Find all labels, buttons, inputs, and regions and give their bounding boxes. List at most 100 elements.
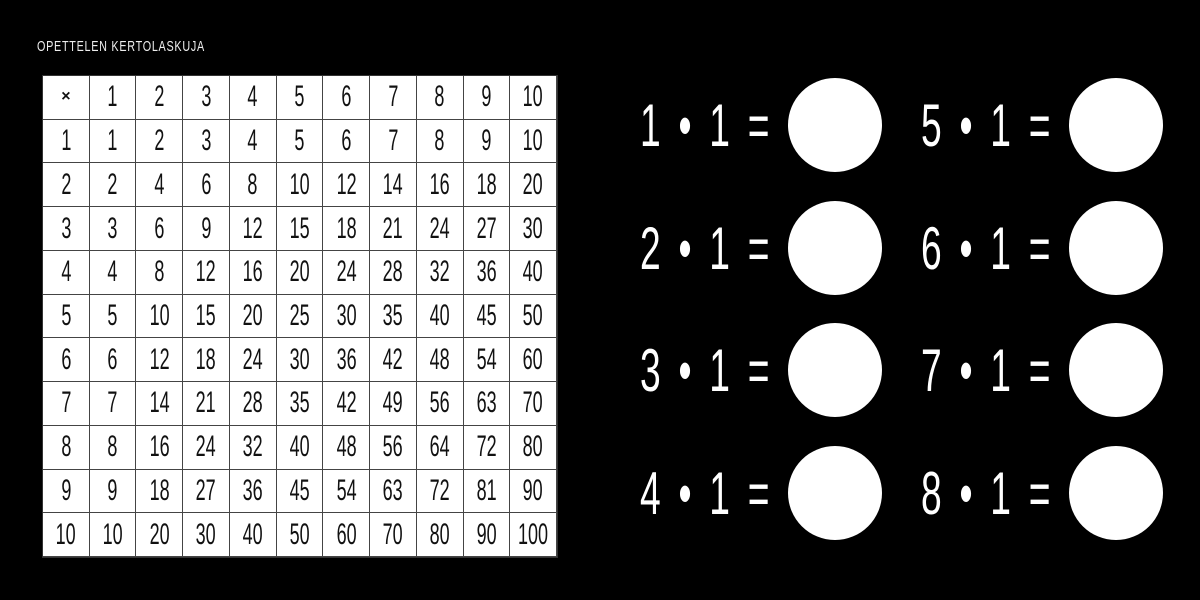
- table-cell: 8: [229, 163, 277, 208]
- cell-value: 56: [382, 430, 403, 464]
- table-cell: 32: [229, 425, 277, 470]
- table-cell: 70: [370, 513, 417, 557]
- cell-value: 80: [523, 430, 544, 464]
- table-cell: 12: [229, 207, 277, 251]
- equation-text: 6 • 1 =: [921, 214, 1055, 282]
- cell-value: 81: [476, 473, 497, 507]
- header-cell: 2: [136, 76, 184, 120]
- table-cell: 40: [416, 294, 464, 339]
- cell-value: 5: [107, 298, 118, 332]
- row-header-cell: 1: [43, 119, 90, 164]
- table-cell: 12: [323, 163, 371, 208]
- table-cell: 35: [370, 294, 417, 339]
- table-cell: 18: [463, 163, 511, 208]
- cell-value: 9: [201, 211, 212, 245]
- cell-value: 8: [154, 255, 165, 289]
- header-cell: 9: [463, 76, 511, 120]
- table-cell: 8: [136, 250, 184, 295]
- cell-value: 27: [196, 473, 217, 507]
- cell-value: 10: [523, 80, 544, 114]
- header-cell: 5: [276, 76, 324, 120]
- cell-value: 16: [149, 430, 170, 464]
- table-cell: 5: [276, 119, 324, 164]
- equation-row: 4 • 1 =: [640, 446, 882, 540]
- table-cell: 12: [183, 250, 230, 295]
- cell-value: 2: [60, 167, 71, 201]
- header-cell: 7: [370, 76, 417, 120]
- table-cell: 10: [89, 513, 137, 557]
- cell-value: 21: [382, 211, 403, 245]
- answer-circle[interactable]: [1069, 78, 1163, 172]
- cell-value: 2: [107, 167, 118, 201]
- answer-circle[interactable]: [1069, 201, 1163, 295]
- answer-circle[interactable]: [788, 323, 882, 417]
- equation-row: 5 • 1 =: [921, 78, 1163, 172]
- cell-value: 18: [149, 473, 170, 507]
- answer-circle[interactable]: [788, 78, 882, 172]
- cell-value: 9: [481, 80, 492, 114]
- cell-value: 10: [149, 298, 170, 332]
- cell-value: 64: [429, 430, 450, 464]
- cell-value: 3: [107, 211, 118, 245]
- table-cell: 42: [370, 338, 417, 383]
- table-cell: 36: [463, 250, 511, 295]
- answer-circle[interactable]: [1069, 446, 1163, 540]
- cell-value: 90: [523, 473, 544, 507]
- table-cell: 72: [463, 425, 511, 470]
- answer-circle[interactable]: [788, 446, 882, 540]
- cell-value: 36: [242, 473, 263, 507]
- table-cell: 6: [183, 163, 230, 208]
- cell-value: 90: [476, 517, 497, 551]
- cell-value: 54: [336, 473, 357, 507]
- cell-value: 9: [481, 124, 492, 158]
- cell-value: 24: [429, 211, 450, 245]
- table-cell: 8: [89, 425, 137, 470]
- cell-value: 4: [247, 124, 258, 158]
- table-cell: 30: [183, 513, 230, 557]
- cell-value: 40: [289, 430, 310, 464]
- cell-value: 40: [242, 517, 263, 551]
- cell-value: 24: [242, 342, 263, 376]
- table-cell: 32: [416, 250, 464, 295]
- cell-value: 32: [242, 430, 263, 464]
- table-cell: 10: [276, 163, 324, 208]
- row-header-cell: 10: [43, 513, 90, 557]
- table-cell: 4: [136, 163, 184, 208]
- cell-value: 100: [518, 517, 549, 551]
- table-cell: 45: [463, 294, 511, 339]
- cell-value: 6: [341, 80, 352, 114]
- table-cell: 80: [416, 513, 464, 557]
- cell-value: 72: [476, 430, 497, 464]
- cell-value: 60: [523, 342, 544, 376]
- cell-value: 6: [107, 342, 118, 376]
- cell-value: 8: [60, 430, 71, 464]
- cell-value: 7: [60, 386, 71, 420]
- cell-value: 1: [60, 124, 71, 158]
- table-cell: 28: [229, 382, 277, 426]
- cell-value: 1: [107, 80, 118, 114]
- table-cell: 15: [276, 207, 324, 251]
- cell-value: 8: [247, 167, 258, 201]
- table-cell: 64: [416, 425, 464, 470]
- table-cell: 36: [323, 338, 371, 383]
- cell-value: 5: [294, 80, 305, 114]
- table-cell: 54: [323, 469, 371, 514]
- cell-value: 6: [60, 342, 71, 376]
- table-cell: 3: [89, 207, 137, 251]
- row-header-cell: 3: [43, 207, 90, 251]
- cell-value: 15: [196, 298, 217, 332]
- cell-value: 56: [429, 386, 450, 420]
- answer-circle[interactable]: [1069, 323, 1163, 417]
- cell-value: 30: [289, 342, 310, 376]
- cell-value: 72: [429, 473, 450, 507]
- table-cell: 3: [183, 119, 230, 164]
- answer-circle[interactable]: [788, 201, 882, 295]
- cell-value: 20: [242, 298, 263, 332]
- cell-value: 36: [336, 342, 357, 376]
- table-cell: 60: [510, 338, 557, 383]
- table-cell: 2: [89, 163, 137, 208]
- table-cell: 63: [370, 469, 417, 514]
- cell-value: 49: [382, 386, 403, 420]
- header-cell: 1: [89, 76, 137, 120]
